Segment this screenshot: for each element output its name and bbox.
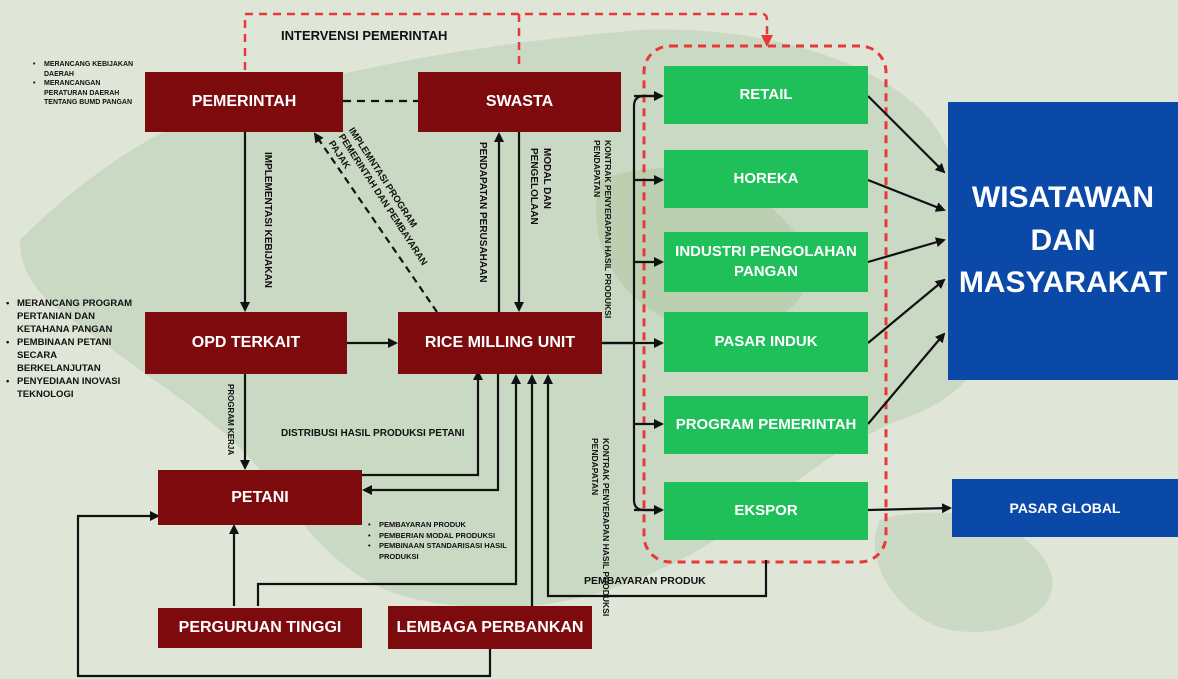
note-item: MERANCANG KEBIJAKAN DAERAH bbox=[33, 60, 141, 79]
node-retail: RETAIL bbox=[664, 66, 868, 124]
label-distribusi-hasil-produksi-petani: DISTRIBUSI HASIL PRODUKSI PETANI bbox=[281, 428, 465, 439]
node-petani: PETANI bbox=[158, 470, 362, 525]
notes-kontrak-upper: KONTRAK PENYERAPAN HASIL PRODUKSI PENDAP… bbox=[588, 140, 613, 319]
node-lembaga-perbankan: LEMBAGA PERBANKAN bbox=[388, 606, 592, 649]
note-item: MERANCANGAN PERATURAN DAERAH TENTANG BUM… bbox=[33, 79, 141, 108]
notes-opd-terkait: MERANCANG PROGRAM PERTANIAN DAN KETAHANA… bbox=[6, 297, 138, 401]
node-industri-pengolahan-pangan: INDUSTRI PENGOLAHAN PANGAN bbox=[664, 232, 868, 292]
node-pasar-global: PASAR GLOBAL bbox=[952, 479, 1178, 537]
note-item: PEMBERIAN MODAL PRODUKSI bbox=[368, 531, 518, 542]
note-item: PENDAPATAN bbox=[592, 140, 602, 198]
note-item: PEMBAYARAN PRODUK bbox=[368, 520, 518, 531]
node-ekspor: EKSPOR bbox=[664, 482, 868, 540]
node-opd-terkait: OPD TERKAIT bbox=[145, 312, 347, 374]
node-pemerintah: PEMERINTAH bbox=[145, 72, 343, 132]
notes-pemerintah: MERANCANG KEBIJAKAN DAERAH MERANCANGAN P… bbox=[33, 60, 141, 108]
node-perguruan-tinggi: PERGURUAN TINGGI bbox=[158, 608, 362, 648]
node-horeka: HOREKA bbox=[664, 150, 868, 208]
note-item: PEMBINAAN PETANI SECARA BERKELANJUTAN bbox=[6, 336, 138, 375]
node-program-pemerintah: PROGRAM PEMERINTAH bbox=[664, 396, 868, 454]
notes-kontrak-lower: KONTRAK PENYERAPAN HASIL PRODUKSI PENDAP… bbox=[586, 438, 611, 617]
note-item: KONTRAK PENYERAPAN HASIL PRODUKSI bbox=[603, 140, 613, 319]
node-pasar-induk: PASAR INDUK bbox=[664, 312, 868, 372]
node-swasta: SWASTA bbox=[418, 72, 621, 132]
note-item: PENDAPATAN bbox=[590, 438, 600, 496]
note-item: MERANCANG PROGRAM PERTANIAN DAN KETAHANA… bbox=[6, 297, 138, 336]
note-item: PEMBINAAN STANDARISASI HASIL PRODUKSI bbox=[368, 541, 518, 562]
notes-petani: PEMBAYARAN PRODUK PEMBERIAN MODAL PRODUK… bbox=[368, 520, 518, 562]
note-item: PENYEDIAAN INOVASI TEKNOLOGI bbox=[6, 375, 138, 401]
note-item: KONTRAK PENYERAPAN HASIL PRODUKSI bbox=[601, 438, 611, 617]
node-wisatawan-dan-masyarakat: WISATAWAN DAN MASYARAKAT bbox=[948, 102, 1178, 380]
label-modal-dan-pengelolaan: MODAL DAN PENGELOLAAN bbox=[528, 148, 552, 225]
label-implementasi-kebijakan: IMPLEMENTASI KEBIJAKAN bbox=[262, 152, 273, 288]
label-program-kerja: PROGRAM KERJA bbox=[226, 384, 235, 456]
label-pembayaran-produk: PEMBAYARAN PRODUK bbox=[584, 575, 706, 587]
label-intervensi-pemerintah: INTERVENSI PEMERINTAH bbox=[281, 28, 448, 43]
label-pendapatan-perusahaan: PENDAPATAN PERUSAHAAN bbox=[477, 142, 488, 283]
node-rice-milling-unit: RICE MILLING UNIT bbox=[398, 312, 602, 374]
